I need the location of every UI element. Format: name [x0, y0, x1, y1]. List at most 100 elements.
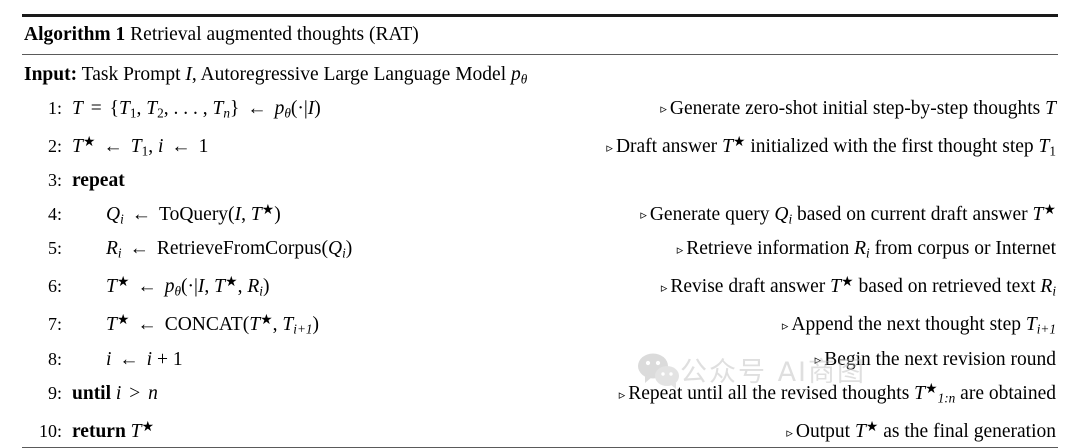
code-7-part-3: CONCAT( — [164, 314, 250, 336]
line-number-8: 8 — [22, 345, 62, 375]
code-2-part-2: ← — [98, 135, 128, 157]
code-6-part-5: (·| — [180, 276, 198, 298]
code-8-part-0: i — [106, 348, 112, 370]
comment-7-part-2: i+1 — [1036, 322, 1056, 338]
comment-7-part-0: Append the next thought step — [791, 314, 1026, 336]
code-10-part-3: ★ — [141, 419, 155, 436]
line-code-2: T★ ← T1, i ← 1 — [62, 128, 208, 166]
comment-5-part-2: i — [866, 245, 870, 261]
algorithm-figure: Algorithm 1 Retrieval augmented thoughts… — [22, 0, 1058, 448]
code-1-part-17: ) — [314, 97, 321, 119]
code-1-part-11: } — [229, 97, 240, 119]
algorithm-title: Algorithm 1 Retrieval augmented thoughts… — [22, 17, 1058, 54]
line-code-6: T★ ← pθ(·|I, T★, Ri) — [62, 268, 269, 306]
code-4-part-8: ) — [274, 203, 281, 225]
comment-4-part-4: T — [1032, 203, 1044, 225]
code-9-part-3: > — [124, 382, 146, 404]
code-5-part-1: i — [117, 245, 122, 261]
code-6-part-8: T — [214, 276, 225, 298]
line-code-4: Qi ← ToQuery(I, T★) — [62, 196, 281, 234]
comment-6-part-3: based on retrieved text — [853, 276, 1041, 298]
code-5-part-2: ← — [124, 237, 154, 259]
comment-10-part-1: T — [854, 421, 866, 443]
comment-marker-icon-5: ▹ — [676, 241, 684, 257]
code-9-part-2: i — [115, 382, 122, 404]
code-2-part-8: 1 — [198, 135, 209, 157]
comment-6-part-2: ★ — [840, 274, 854, 291]
input-text-b: , Autoregressive Large Language Model — [191, 64, 511, 85]
code-1-part-3: T — [118, 97, 130, 119]
line-number-7: 7 — [22, 310, 62, 340]
code-4-part-7: ★ — [261, 201, 275, 218]
comment-9-part-2: ★ — [925, 380, 938, 397]
comment-4-part-0: Generate query — [649, 203, 775, 225]
code-1-part-12: ← — [242, 97, 272, 119]
algorithm-line-9: 9until i > n▹Repeat until all the revise… — [22, 375, 1058, 413]
code-8-part-2: i — [146, 348, 153, 370]
comment-6-part-0: Revise draft answer — [670, 276, 831, 298]
algorithm-lines: 1T = {T1, T2, . . . , Tn} ← pθ(·|I)▹Gene… — [22, 94, 1058, 448]
algorithm-title-text: Retrieval augmented thoughts (RAT) — [130, 24, 419, 45]
code-6-part-1: ★ — [116, 274, 130, 291]
code-1-part-1: = — [85, 97, 107, 119]
comment-6-part-1: T — [830, 276, 841, 298]
code-1-part-13: p — [274, 97, 285, 119]
algorithm-line-1: 1T = {T1, T2, . . . , Tn} ← pθ(·|I)▹Gene… — [22, 94, 1058, 128]
line-number-5: 5 — [22, 234, 62, 264]
comment-9-part-1: T — [914, 382, 926, 404]
line-comment-6: ▹Revise draft answer T★ based on retriev… — [269, 268, 1058, 306]
code-5-part-5: i — [342, 245, 346, 261]
code-1-part-16: I — [307, 97, 315, 119]
line-code-5: Ri ← RetrieveFromCorpus(Qi) — [62, 234, 352, 268]
algorithm-line-4: 4Qi ← ToQuery(I, T★)▹Generate query Qi b… — [22, 196, 1058, 234]
line-code-7: T★ ← CONCAT(T★, Ti+1) — [62, 306, 319, 344]
comment-2-part-1: T — [722, 135, 733, 157]
comment-6-part-4: R — [1040, 276, 1053, 298]
code-9-part-0: until — [72, 382, 112, 404]
algorithm-line-5: 5Ri ← RetrieveFromCorpus(Qi)▹Retrieve in… — [22, 234, 1058, 268]
code-7-part-4: T — [249, 314, 261, 336]
algorithm-line-2: 2T★ ← T1, i ← 1▹Draft answer T★ initiali… — [22, 128, 1058, 166]
input-var-theta: θ — [520, 71, 528, 87]
line-comment-8: ▹Begin the next revision round — [183, 345, 1058, 375]
algorithm-line-6: 6T★ ← pθ(·|I, T★, Ri)▹Revise draft answe… — [22, 268, 1058, 306]
code-4-part-1: i — [120, 211, 124, 227]
comment-marker-icon-7: ▹ — [781, 318, 789, 334]
code-1-part-15: (·| — [290, 97, 308, 119]
line-number-1: 1 — [22, 94, 62, 124]
code-7-part-6: , — [272, 314, 283, 336]
algorithm-line-3: 3repeat — [22, 166, 1058, 196]
line-comment-5: ▹Retrieve information Ri from corpus or … — [352, 234, 1058, 268]
comment-1-part-0: Generate zero-shot initial step-by-step … — [669, 97, 1046, 119]
line-comment-9: ▹Repeat until all the revised thoughts T… — [158, 375, 1058, 413]
code-8-part-3: + 1 — [152, 348, 183, 370]
code-10-part-0: return — [72, 421, 126, 443]
code-1-part-4: 1 — [129, 105, 137, 121]
code-3-part-0: repeat — [72, 170, 125, 192]
code-6-part-9: ★ — [224, 274, 238, 291]
title-separator-rule — [22, 54, 1058, 55]
line-comment-4: ▹Generate query Qi based on current draf… — [281, 196, 1058, 234]
code-7-part-1: ★ — [116, 312, 130, 329]
comment-4-part-3: based on current draft answer — [792, 203, 1033, 225]
code-6-part-3: p — [164, 276, 175, 298]
comment-4-part-1: Q — [774, 203, 789, 225]
code-7-part-0: T — [106, 314, 117, 336]
comment-2-part-0: Draft answer — [615, 135, 723, 157]
comment-2-part-3: initialized with the first thought step — [745, 135, 1039, 157]
code-2-part-5: , — [148, 135, 158, 157]
comment-2-part-2: ★ — [732, 134, 746, 150]
algorithm-body: Input: Task Prompt I, Autoregressive Lar… — [22, 55, 1058, 447]
input-var-model: p — [511, 64, 521, 85]
code-6-part-7: , — [204, 276, 215, 298]
top-rule — [22, 14, 1058, 17]
code-5-part-4: Q — [328, 237, 343, 259]
code-8-part-1: ← — [114, 348, 144, 370]
code-4-part-5: , — [241, 203, 251, 225]
comment-2-part-5: 1 — [1049, 143, 1056, 159]
code-4-part-2: ← — [126, 203, 157, 225]
comment-10-part-0: Output — [795, 421, 855, 443]
code-1-part-5: , — [136, 97, 147, 119]
code-2-part-1: ★ — [82, 134, 96, 150]
algorithm-label: Algorithm 1 — [24, 24, 126, 45]
